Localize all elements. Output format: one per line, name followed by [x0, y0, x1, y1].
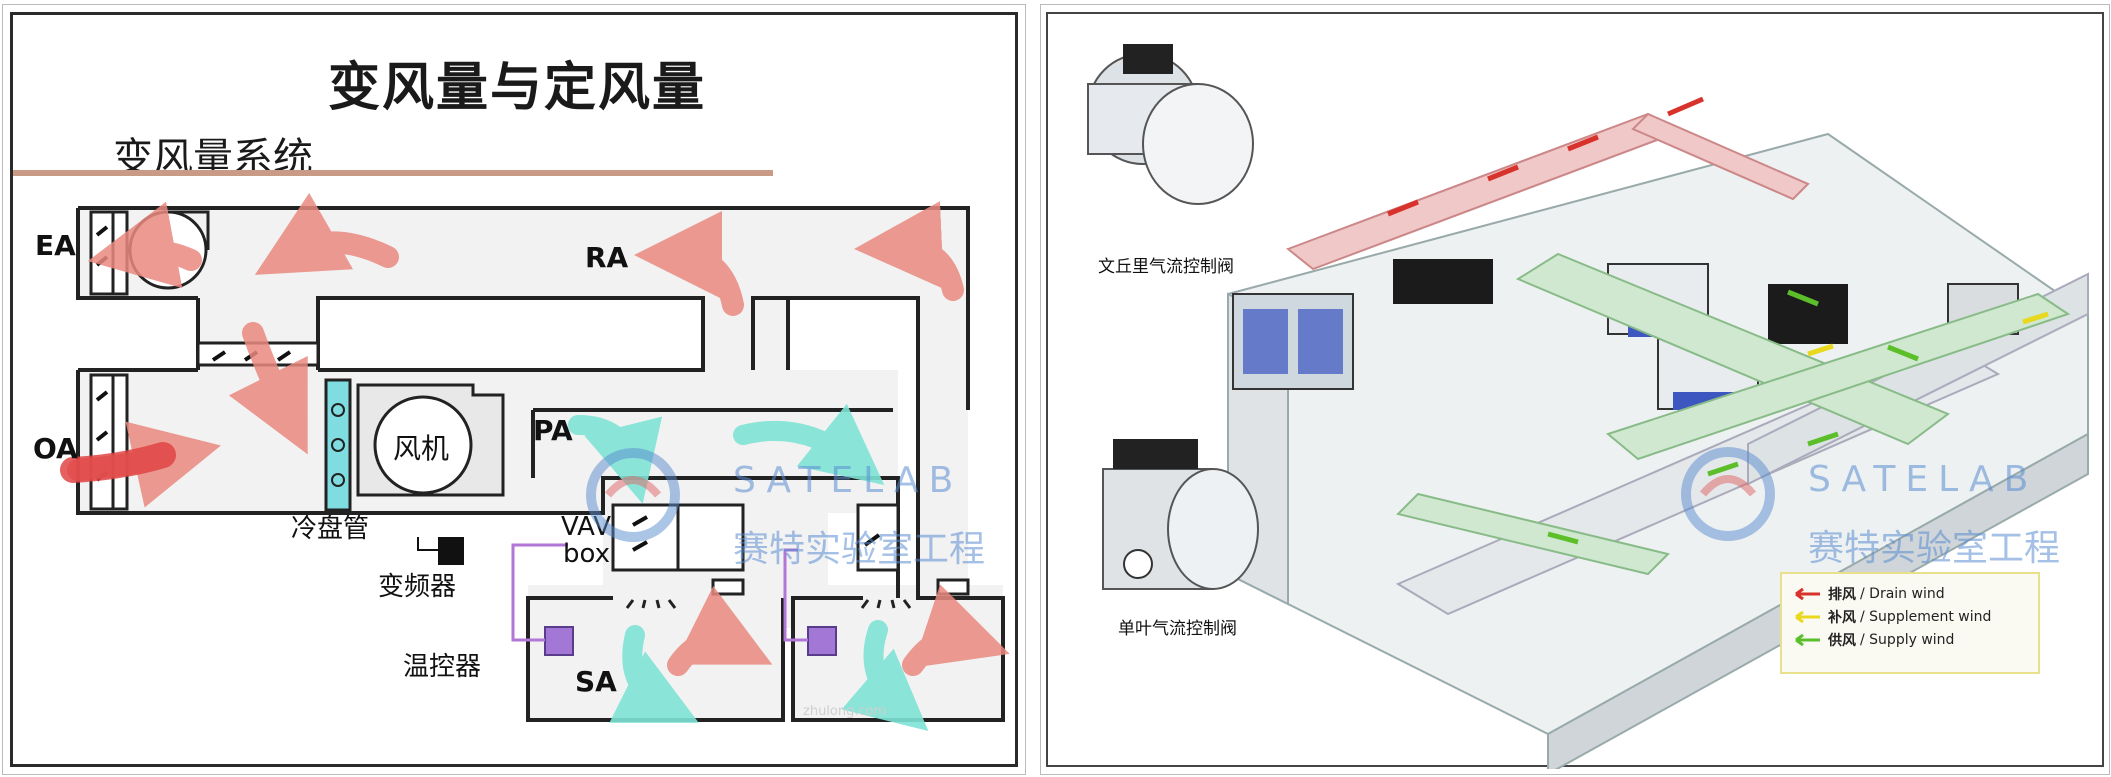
venturi-valve-caption: 文丘里气流控制阀: [1098, 252, 1234, 277]
lab-ventilation-panel: 文丘里气流控制阀 单叶气流控制阀 SATELAB 赛特实验室工程 排风 / Dr…: [1046, 12, 2104, 767]
watermark-cn: 赛特实验室工程: [733, 520, 985, 572]
legend-label-cn: 供风: [1828, 630, 1856, 650]
red-arrow-icon: [1792, 587, 1822, 601]
venturi-valve-image: [1088, 44, 1253, 204]
thermostat-box: [545, 627, 573, 655]
label-oa: OA: [33, 432, 78, 465]
yellow-arrow-icon: [1792, 610, 1822, 624]
label-inverter: 变频器: [378, 572, 456, 602]
watermark-cn-right: 赛特实验室工程: [1808, 519, 2060, 571]
label-fan: 风机: [393, 432, 449, 465]
legend-item-supplement: 补风 / Supplement wind: [1792, 605, 2028, 628]
legend-label-en: / Supplement wind: [1860, 609, 1991, 625]
legend-label-en: / Drain wind: [1860, 586, 1945, 602]
legend-item-drain: 排风 / Drain wind: [1792, 582, 2028, 605]
satelab-logo-right: [1668, 434, 1798, 554]
airflow-legend: 排风 / Drain wind 补风 / Supplement wind 供风 …: [1780, 572, 2040, 674]
label-pa: PA: [533, 414, 573, 447]
label-ra: RA: [585, 241, 629, 274]
green-arrow-icon: [1792, 633, 1822, 647]
label-thermostat: 温控器: [403, 652, 481, 682]
legend-item-supply: 供风 / Supply wind: [1792, 628, 2028, 651]
label-ea: EA: [35, 229, 76, 262]
watermark-en-right: SATELAB: [1808, 459, 2038, 500]
legend-label-cn: 排风: [1828, 584, 1856, 604]
label-cooling-coil: 冷盘管: [291, 514, 369, 544]
legend-label-cn: 补风: [1828, 607, 1856, 627]
watermark-en: SATELAB: [733, 460, 963, 501]
single-blade-valve-caption: 单叶气流控制阀: [1118, 614, 1237, 639]
cooling-coil: [326, 380, 350, 510]
vav-diagram: EA RA OA PA SA 风机 冷盘管 变频器 温控器 VAV box zh…: [13, 15, 1021, 770]
inverter-box: [438, 537, 464, 565]
footer-watermark: zhulong.com: [803, 704, 886, 719]
legend-label-en: / Supply wind: [1860, 632, 1954, 648]
thermostat-box-2: [808, 627, 836, 655]
satelab-logo: [573, 435, 703, 555]
label-sa: SA: [575, 665, 617, 698]
vav-system-panel: 变风量与定风量 变风量系统: [10, 12, 1018, 767]
